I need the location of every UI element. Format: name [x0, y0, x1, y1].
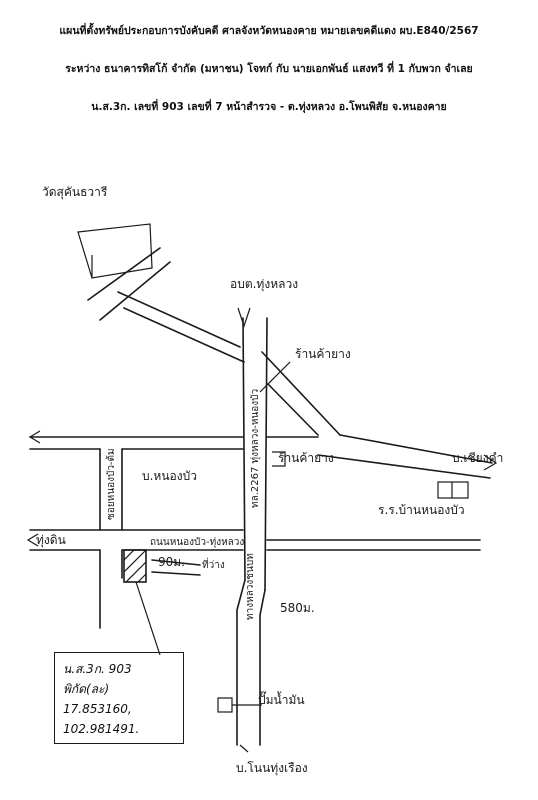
fuel-station-box [217, 697, 233, 713]
south-road-label: ทางหลวงชนบท [245, 553, 256, 620]
longitude: 102.981491. [63, 722, 140, 736]
main-highway [242, 317, 268, 591]
diagonal-road [87, 247, 245, 363]
school-parcel [437, 481, 469, 499]
west-road [29, 436, 319, 450]
property-leader-line [135, 581, 161, 656]
to-chiang-kham-label: บ.เชียงคำ [452, 451, 503, 465]
subject-property [123, 549, 147, 583]
highway-label: ทล.2267 ทุ่งหลวง-หนองบัว [250, 389, 261, 508]
shop-2-label: ร้านค้ายาง [278, 451, 334, 465]
latitude: 17.853160, [63, 702, 132, 716]
left-soi-road [99, 448, 123, 629]
distance-580-label: 580ม. [280, 601, 315, 615]
distance-90-label: 90ม. [158, 555, 185, 569]
road-nongbua-label: ถนนหนองบัว-ทุ่งหลวง [150, 537, 244, 548]
deed-number: น.ส.3ก. 903 [63, 662, 132, 676]
shop-1-label: ร้านค้ายาง [295, 347, 351, 361]
south-road [236, 579, 266, 746]
temple-parcel [77, 223, 153, 279]
soi-road-label: ซอยหนองบัว-ต้ม [105, 448, 117, 520]
coordinates-box: น.ส.3ก. 903 พิกัด(ละ) 17.853160, 102.981… [54, 652, 184, 744]
school-label: ร.ร.บ้านหนองบัว [378, 503, 465, 517]
fuel-station-label: ปั๊มน้ำมัน [258, 691, 305, 707]
temple-label: วัดสุคันธวารี [42, 185, 108, 200]
east-road [317, 434, 493, 479]
to-tung-luang-label: อบต.ทุ่งหลวง [230, 277, 298, 292]
vacant-label: ที่ว่าง [202, 557, 225, 571]
land-deed-info: น.ส.3ก. เลขที่ 903 เลขที่ 7 หน้าสำรวจ - … [91, 101, 447, 113]
village-nongbua-label: บ.หนองบัว [142, 469, 197, 483]
coordinate-heading: พิกัด(ละ) [63, 682, 110, 696]
to-thung-din-label: ทุ่งดิน [36, 533, 66, 548]
lower-road [29, 529, 481, 551]
village-bottom-label: บ.โนนทุ่งเรือง [236, 761, 308, 776]
map-title: แผนที่ตั้งทรัพย์ประกอบการบังคับคดี ศาลจั… [59, 25, 479, 37]
case-parties: ระหว่าง ธนาคารทิสโก้ จำกัด (มหาชน) โจทก์… [65, 63, 473, 75]
